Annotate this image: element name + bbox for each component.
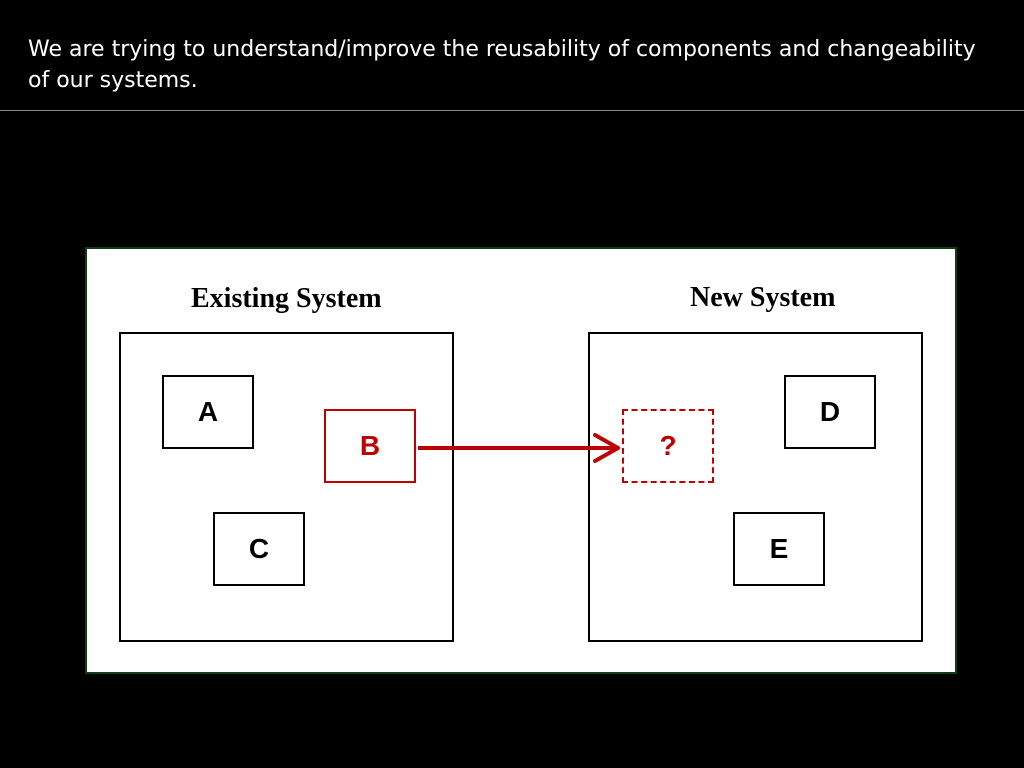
existing-system-heading: Existing System — [191, 283, 382, 314]
slide-title: We are trying to understand/improve the … — [28, 37, 976, 93]
component-d: D — [784, 375, 876, 449]
component-a: A — [162, 375, 254, 449]
title-divider — [0, 110, 1024, 111]
diagram-panel: Existing System A B C New System ? D E — [85, 247, 957, 674]
new-system-heading: New System — [690, 282, 836, 313]
component-placeholder: ? — [622, 409, 714, 483]
component-b: B — [324, 409, 416, 483]
component-e: E — [733, 512, 825, 586]
component-c: C — [213, 512, 305, 586]
